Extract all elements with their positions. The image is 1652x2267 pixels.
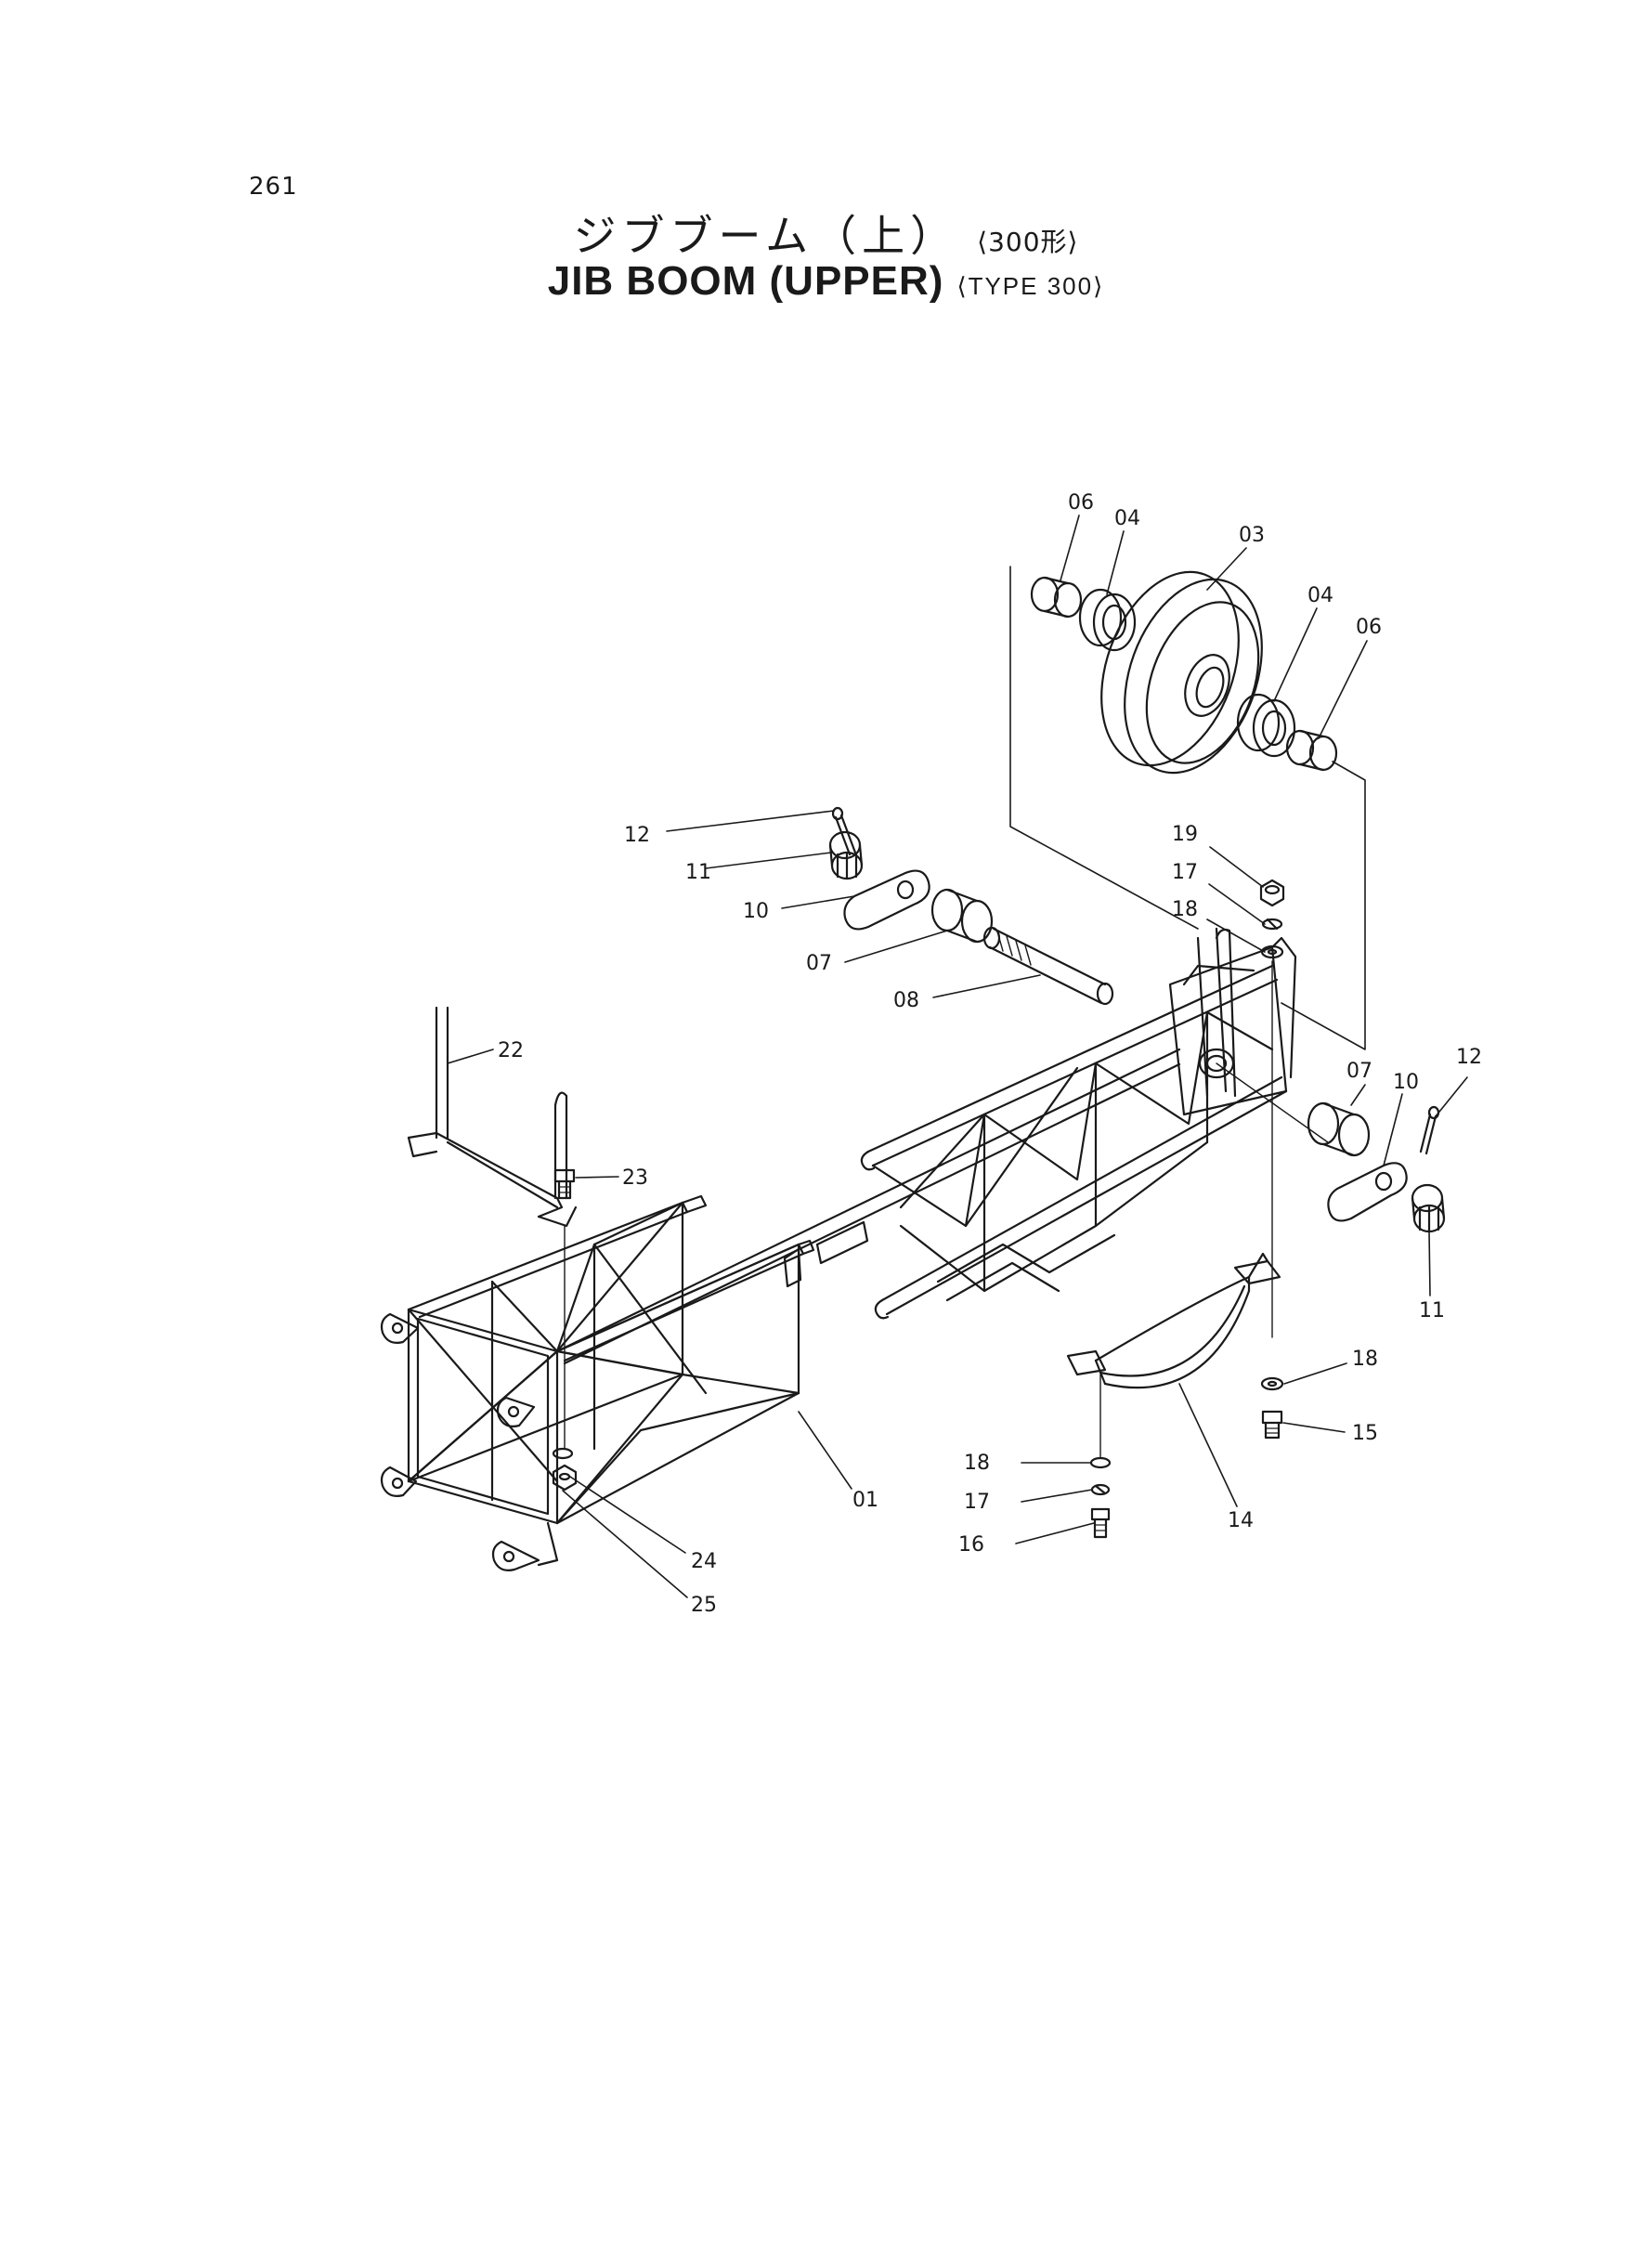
callout-23: 23 bbox=[622, 1166, 648, 1190]
callout-18-upper: 18 bbox=[1172, 898, 1198, 921]
callout-15: 15 bbox=[1352, 1422, 1378, 1445]
callout-18-lower: 18 bbox=[964, 1452, 990, 1475]
jib-boom-upper-section bbox=[860, 927, 1297, 1320]
bearing-04-right bbox=[1236, 693, 1296, 758]
callout-07-left: 07 bbox=[806, 952, 832, 975]
callout-11-left: 11 bbox=[685, 861, 711, 884]
callout-06-right: 06 bbox=[1356, 616, 1382, 639]
callout-24: 24 bbox=[691, 1550, 717, 1573]
callout-01: 01 bbox=[852, 1489, 878, 1512]
callout-labels: 06 04 03 04 06 12 11 10 07 08 19 17 18 2… bbox=[498, 491, 1482, 1617]
callout-19: 19 bbox=[1172, 823, 1198, 846]
callout-04-right: 04 bbox=[1307, 584, 1333, 607]
fasteners-24-25 bbox=[552, 1225, 578, 1492]
pin-assembly-left bbox=[828, 806, 1114, 1006]
callout-25: 25 bbox=[691, 1594, 717, 1617]
jib-boom-lower-section bbox=[380, 1194, 815, 1571]
callout-12-left: 12 bbox=[624, 824, 650, 847]
title-english: JIB BOOM (UPPER) ⟨TYPE 300⟩ bbox=[0, 258, 1652, 305]
callout-08: 08 bbox=[893, 989, 919, 1012]
callout-17-upper: 17 bbox=[1172, 861, 1198, 884]
title-en-variant: ⟨TYPE 300⟩ bbox=[956, 272, 1105, 300]
title-japanese: ジブブーム（上） ⟨300形⟩ bbox=[0, 202, 1652, 264]
callout-10-left: 10 bbox=[743, 900, 769, 923]
bushing-06-left bbox=[1030, 576, 1083, 619]
title-jp-variant: ⟨300形⟩ bbox=[977, 227, 1079, 257]
bolt-23 bbox=[553, 1168, 576, 1200]
callout-16: 16 bbox=[958, 1533, 984, 1557]
callout-18-right: 18 bbox=[1352, 1348, 1378, 1371]
cover-14 bbox=[1066, 1252, 1281, 1389]
top-chord-pipe bbox=[555, 1048, 1181, 1365]
leader-lines bbox=[447, 515, 1468, 1598]
callout-22: 22 bbox=[498, 1039, 524, 1062]
title-en-text: JIB BOOM (UPPER) bbox=[547, 258, 944, 304]
callout-12-right: 12 bbox=[1456, 1046, 1482, 1069]
callout-10-right: 10 bbox=[1393, 1071, 1419, 1094]
callout-11-right: 11 bbox=[1419, 1299, 1445, 1322]
callout-07-right: 07 bbox=[1346, 1060, 1372, 1083]
callout-04-left: 04 bbox=[1114, 507, 1140, 530]
title-jp-text: ジブブーム（上） bbox=[573, 211, 959, 261]
handrail-22 bbox=[407, 1006, 578, 1228]
callout-17-lower: 17 bbox=[964, 1491, 990, 1514]
bearing-04-left bbox=[1078, 588, 1137, 652]
fasteners-lower-middle bbox=[1089, 1374, 1112, 1539]
callout-06-left: 06 bbox=[1068, 491, 1094, 515]
sheave-assembly bbox=[1009, 566, 1366, 1050]
callout-14: 14 bbox=[1228, 1509, 1254, 1532]
callout-03: 03 bbox=[1239, 524, 1265, 547]
fasteners-lower-right bbox=[1260, 1376, 1284, 1440]
fasteners-upper bbox=[1259, 879, 1285, 1338]
sheave-03 bbox=[1100, 570, 1263, 775]
page-number: 261 bbox=[249, 173, 298, 201]
